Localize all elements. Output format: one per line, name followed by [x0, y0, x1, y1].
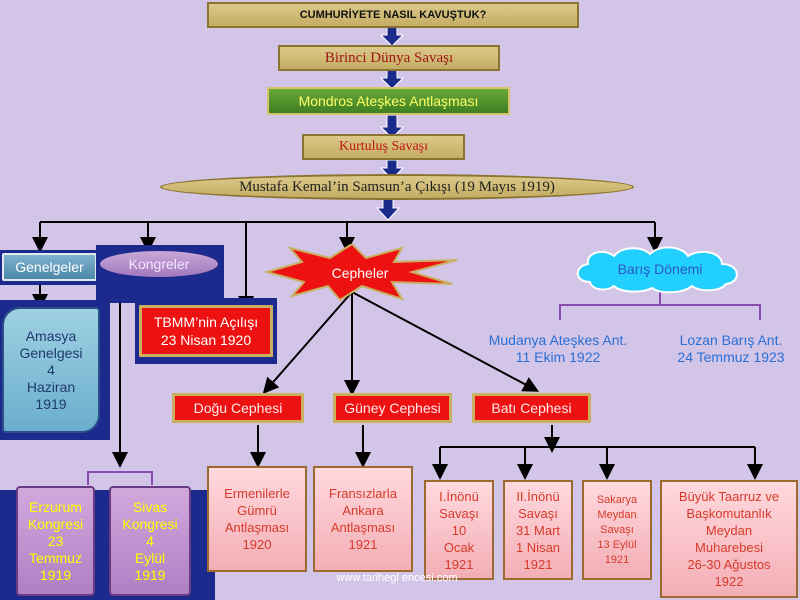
taarruz-box: Büyük Taarruz ve Başkomutanlık Meydan Mu… — [660, 480, 798, 598]
tbmm-box: TBMM’nin Açılışı 23 Nisan 1920 — [139, 305, 273, 357]
cepheler-label: Cepheler — [331, 265, 389, 281]
inonu2-box: II.İnönü Savaşı 31 Mart 1 Nisan 1921 — [503, 480, 573, 580]
sivas-box: Sivas Kongresi 4 Eylül 1919 — [109, 486, 191, 596]
ww1-box: Birinci Dünya Savaşı — [278, 45, 500, 71]
bati-cephesi: Batı Cephesi — [472, 393, 591, 423]
page-title: CUMHURİYETE NASIL KAVUŞTUK? — [207, 2, 579, 28]
watermark: www.tarihegl encesi.com — [336, 572, 458, 584]
baris-label: Barış Dönemi — [617, 261, 703, 277]
guney-cephesi: Güney Cephesi — [333, 393, 452, 423]
samsun-box: Mustafa Kemal’in Samsun’a Çıkışı (19 May… — [160, 174, 634, 200]
ankara-box: Fransızlarla Ankara Antlaşması 1921 — [313, 466, 413, 572]
lozan-text: Lozan Barış Ant. 24 Temmuz 1923 — [677, 332, 785, 365]
inonu1-box: I.İnönü Savaşı 10 Ocak 1921 — [424, 480, 494, 580]
mondros-box: Mondros Ateşkes Antlaşması — [267, 87, 510, 115]
kongreler-label: Kongreler — [100, 251, 218, 277]
dogu-cephesi: Doğu Cephesi — [172, 393, 304, 423]
mudanya-text: Mudanya Ateşkes Ant. 11 Ekim 1922 — [488, 332, 628, 365]
gumru-box: Ermenilerle Gümrü Antlaşması 1920 — [207, 466, 307, 572]
erzurum-box: Erzurum Kongresi 23 Temmuz 1919 — [16, 486, 95, 596]
genelgeler-label: Genelgeler — [2, 253, 97, 281]
sakarya-box: Sakarya Meydan Savaşı 13 Eylül 1921 — [582, 480, 652, 580]
amasya-box: Amasya Genelgesi 4 Haziran 1919 — [2, 307, 100, 433]
kurtulus-box: Kurtuluş Savaşı — [302, 134, 465, 160]
cepheler-burst — [263, 244, 458, 302]
baris-cloud — [576, 246, 738, 294]
